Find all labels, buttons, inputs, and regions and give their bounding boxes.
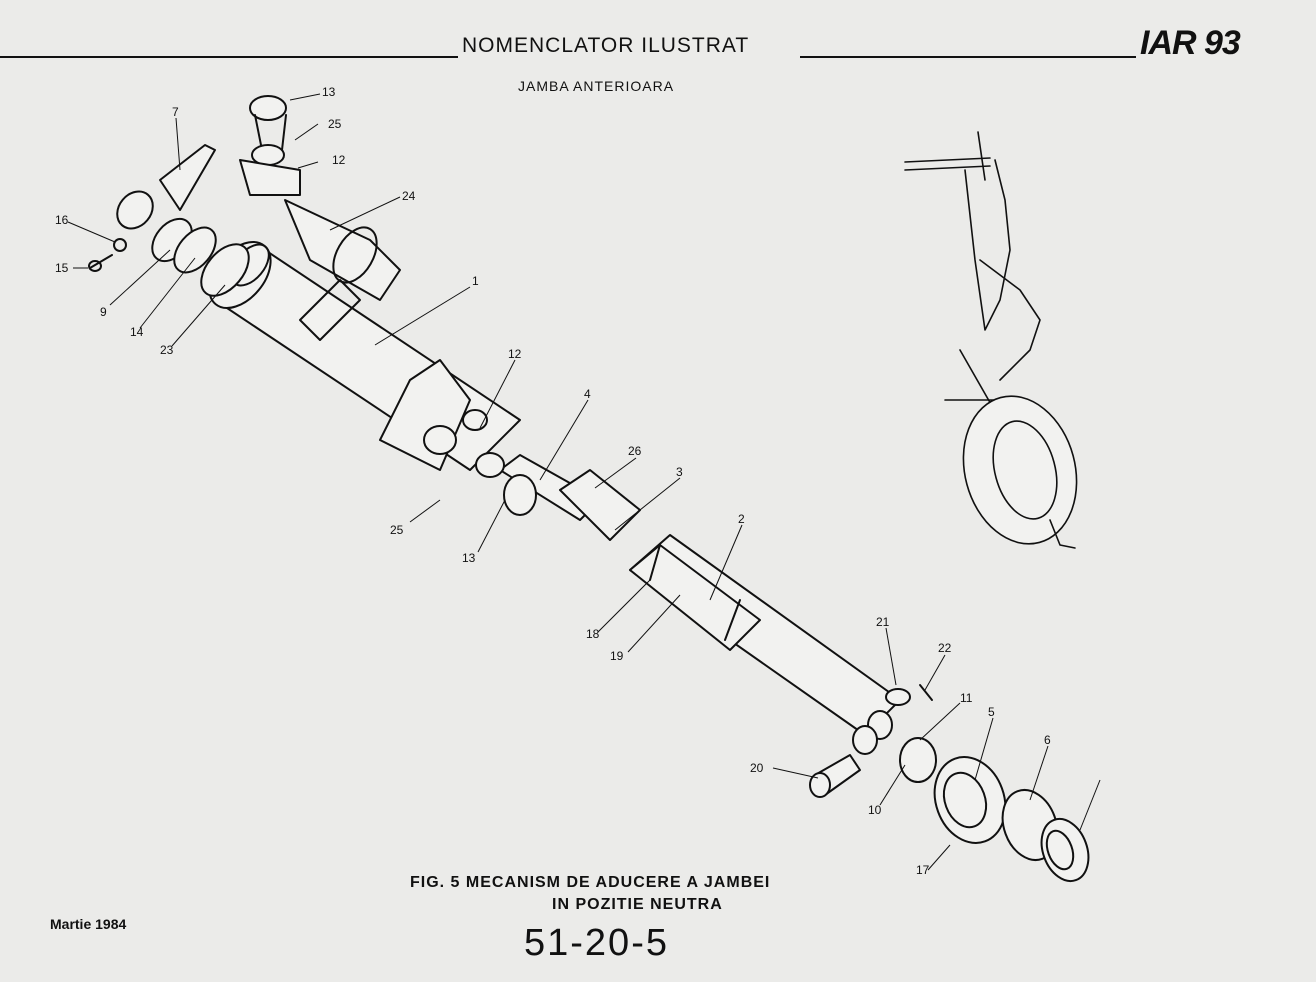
callout-9: 9 bbox=[100, 305, 107, 319]
callout-21: 21 bbox=[876, 615, 890, 629]
end-caps bbox=[809, 684, 1090, 882]
callout-7: 7 bbox=[172, 105, 179, 119]
top-rod-end bbox=[239, 95, 401, 301]
callout-3: 3 bbox=[676, 465, 683, 479]
callout-6: 6 bbox=[1044, 733, 1051, 747]
figure-number: 51-20-5 bbox=[524, 922, 669, 964]
document-title: NOMENCLATOR ILUSTRAT bbox=[462, 34, 750, 57]
iar-logo: IAR 93 bbox=[1140, 24, 1241, 62]
header-rule-right bbox=[800, 56, 1136, 58]
landing-gear-overview bbox=[904, 131, 1078, 549]
callout-24: 24 bbox=[402, 189, 416, 203]
section-subtitle: JAMBA ANTERIOARA bbox=[518, 78, 675, 94]
header-rule-left bbox=[0, 56, 458, 58]
callout-26: 26 bbox=[628, 444, 642, 458]
callout-4: 4 bbox=[584, 387, 591, 401]
callout-20: 20 bbox=[750, 761, 764, 775]
inner-piston bbox=[499, 454, 641, 541]
callout-11: 11 bbox=[960, 691, 973, 705]
callout-15: 15 bbox=[55, 261, 69, 275]
figure-caption-line1: FIG. 5 MECANISM DE ADUCERE A JAMBEI bbox=[410, 874, 771, 891]
lower-strut bbox=[629, 534, 901, 736]
callout-1: 1 bbox=[472, 274, 479, 288]
callout-17: 17 bbox=[916, 863, 930, 877]
callout-23: 23 bbox=[160, 343, 174, 357]
callout-2: 2 bbox=[738, 512, 745, 526]
middle-joint bbox=[423, 409, 505, 478]
figure-caption-line2: IN POZITIE NEUTRA bbox=[552, 896, 723, 913]
callout-13-top: 13 bbox=[322, 85, 336, 99]
callout-18: 18 bbox=[586, 627, 600, 641]
callout-19: 19 bbox=[610, 649, 624, 663]
issue-date: Martie 1984 bbox=[50, 916, 127, 932]
lever-and-washers bbox=[88, 144, 250, 297]
callout-13-mid: 13 bbox=[462, 551, 476, 565]
callout-12-top: 12 bbox=[332, 153, 346, 167]
callout-25-top: 25 bbox=[328, 117, 342, 131]
callout-10: 10 bbox=[868, 803, 882, 817]
callout-12-mid: 12 bbox=[508, 347, 522, 361]
callout-14: 14 bbox=[130, 325, 144, 339]
callout-5: 5 bbox=[988, 705, 995, 719]
callout-16: 16 bbox=[55, 213, 69, 227]
callout-22: 22 bbox=[938, 641, 952, 655]
callout-25-mid: 25 bbox=[390, 523, 404, 537]
